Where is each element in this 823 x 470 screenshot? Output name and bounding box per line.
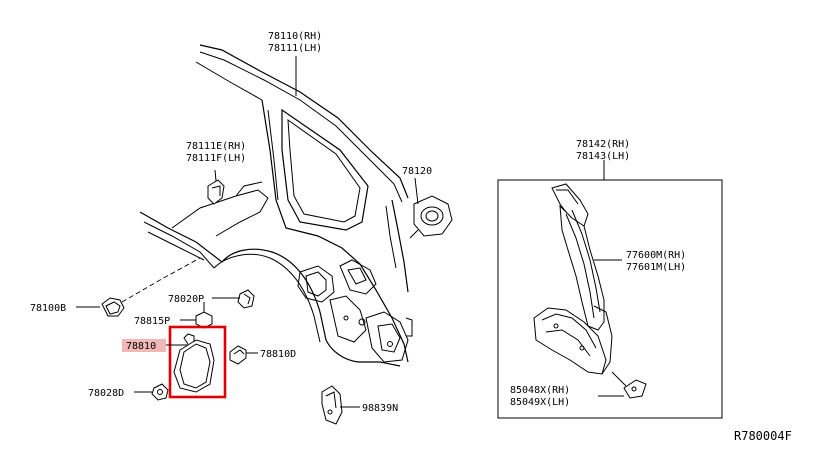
inset-leader-lines <box>594 259 624 397</box>
inset-box <box>497 179 723 419</box>
label-77600m[interactable]: 77600M(RH) <box>626 250 686 261</box>
highlight-box-78810 <box>168 325 227 399</box>
screw-78815p <box>195 302 213 329</box>
label-78120[interactable]: 78120 <box>402 166 432 177</box>
label-78143[interactable]: 78143(LH) <box>576 151 630 162</box>
label-78020p[interactable]: 78020P <box>168 294 204 305</box>
leader-lines <box>76 56 419 408</box>
clip-78020p <box>237 289 255 309</box>
bracket-98839n <box>321 385 343 425</box>
label-78810[interactable]: 78810 <box>126 341 156 352</box>
rear-wheelhouse-assembly <box>533 183 647 399</box>
label-85048x[interactable]: 85048X(RH) <box>510 385 570 396</box>
grommet-78100b <box>101 257 201 317</box>
label-78142[interactable]: 78142(RH) <box>576 139 630 150</box>
label-78815p[interactable]: 78815P <box>134 316 170 327</box>
bumper-78810d <box>229 345 247 365</box>
rear-fender-panel <box>139 44 453 367</box>
fuel-filler-lid-78810 <box>173 333 215 393</box>
label-78111[interactable]: 78111(LH) <box>268 43 322 54</box>
label-78110[interactable]: 78110(RH) <box>268 31 322 42</box>
clip-78028d <box>151 383 169 401</box>
label-85049x[interactable]: 85049X(LH) <box>510 397 570 408</box>
label-78810d[interactable]: 78810D <box>260 349 296 360</box>
label-78100b[interactable]: 78100B <box>30 303 66 314</box>
label-78111f[interactable]: 78111F(LH) <box>186 153 246 164</box>
bracket-78111e <box>207 169 225 205</box>
label-98839n[interactable]: 98839N <box>362 403 398 414</box>
label-78111e[interactable]: 78111E(RH) <box>186 141 246 152</box>
label-highlight-78810 <box>122 339 166 352</box>
label-78028d[interactable]: 78028D <box>88 388 124 399</box>
label-77601m[interactable]: 77601M(LH) <box>626 262 686 273</box>
diagram-code: R780004F <box>734 429 792 443</box>
